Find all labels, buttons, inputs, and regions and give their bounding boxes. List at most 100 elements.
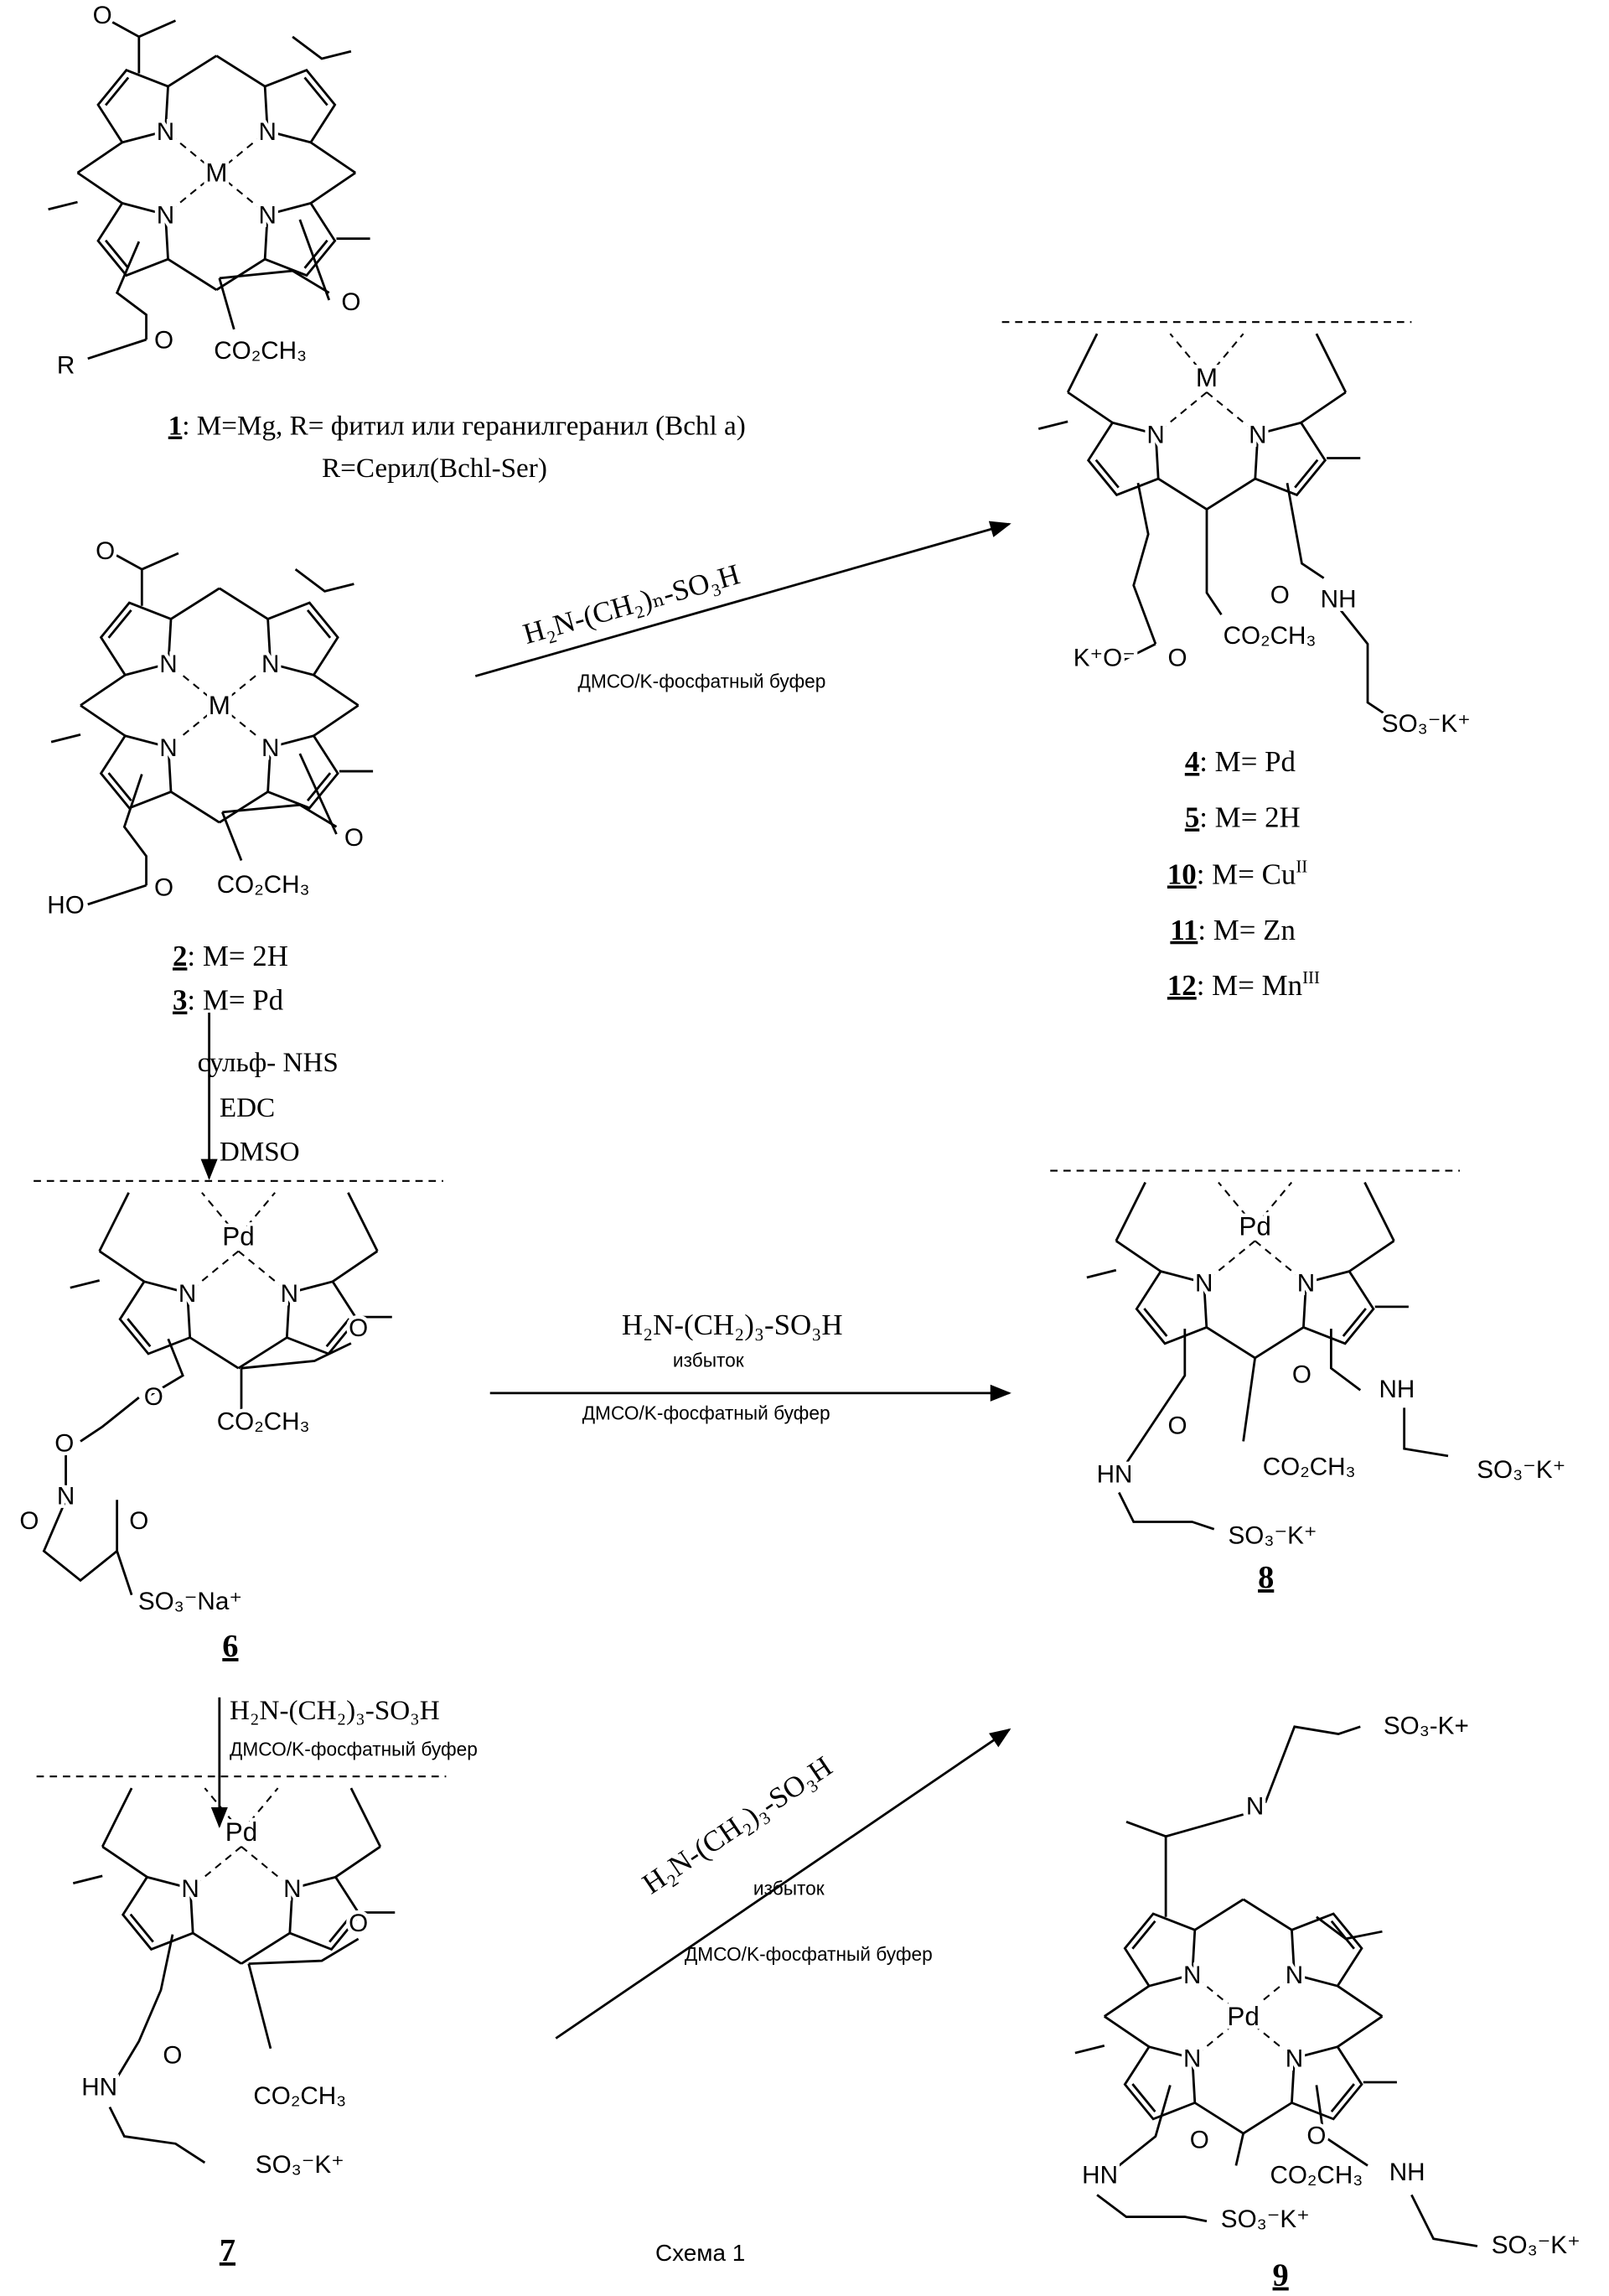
bond [80, 706, 125, 736]
bond [222, 805, 336, 827]
reaction-arrow-2-to-4 [475, 524, 1009, 676]
bond [1337, 2016, 1382, 2046]
atom-label: N [159, 650, 177, 678]
atom-label: O [1190, 2127, 1209, 2154]
atom-label: SO₃⁻K⁺ [1382, 710, 1471, 738]
bond [80, 675, 125, 705]
bond [100, 1252, 144, 1282]
atom-label: N [1297, 1270, 1315, 1298]
atom-label: O [349, 1910, 368, 1937]
bond [1405, 1407, 1448, 1456]
molecule-6: NNPdOONOOSO₃⁻Na⁺OCO₂CH₃ [19, 1181, 443, 1615]
condition-label: избыток [753, 1878, 825, 1900]
atom-label: SO₃⁻K⁺ [1477, 1456, 1565, 1484]
caption-compound-2: 2: M= 2H [173, 940, 288, 972]
bond [1126, 1329, 1185, 1464]
atom-label: R [57, 351, 75, 379]
bond [1068, 334, 1097, 392]
reagent-label: EDC [220, 1092, 275, 1123]
atom-label: N [1249, 421, 1266, 448]
atom-label: N [178, 1280, 196, 1308]
atom-label: SO₃⁻K⁺ [1492, 2231, 1581, 2259]
bond [1244, 1358, 1255, 1441]
condition-label: избыток [673, 1349, 745, 1371]
caption-text: : M= Zn [1198, 914, 1296, 946]
caption-compound-1: 1: M=Mg, R= фитил или геранилгеранил (Bc… [168, 411, 746, 442]
atom-label: HN [1082, 2161, 1118, 2189]
atom-label: N [181, 1875, 199, 1903]
solvent-label: ДМСО/K-фосфатный буфер [577, 671, 825, 692]
compound-number: 12 [1167, 969, 1197, 1002]
atom-label: O [1168, 1412, 1187, 1440]
atom-label: SO₃⁻K⁺ [1221, 2205, 1310, 2233]
caption-text: : M= Pd [187, 984, 283, 1017]
bond [1207, 1327, 1255, 1358]
reagent-label: H₂N-(CH₂)₃-SO₃H [622, 1309, 843, 1341]
bond [117, 241, 147, 339]
atom-label: HN [81, 2074, 117, 2102]
atom-label: M [209, 691, 230, 720]
solvent-label: ДМСО/K-фосфатный буфер [230, 1739, 478, 1760]
oxidation-state: III [1302, 967, 1320, 987]
molecule-1: NNNNMOROOCO₂CH₃ [49, 2, 370, 379]
atom-label: N [283, 1875, 301, 1903]
bond [351, 1788, 380, 1847]
atom-label: Pd [222, 1222, 254, 1252]
atom-label: SO₃⁻K⁺ [256, 2151, 344, 2179]
bond [1119, 1493, 1213, 1530]
atom-label: O [54, 1430, 74, 1458]
bond [1365, 1183, 1394, 1241]
atom-label: CO₂CH₃ [1224, 622, 1317, 650]
bond [220, 271, 329, 293]
bond [88, 339, 147, 359]
atom-label: O [154, 873, 173, 901]
bond [1244, 2102, 1292, 2133]
caption-text: : M= 2H [1199, 801, 1300, 833]
atom-label: O [144, 1383, 163, 1411]
caption-compound-7: 7 [220, 2233, 235, 2268]
bond [1349, 1241, 1394, 1271]
bond [1068, 392, 1112, 422]
atom-label: N [261, 734, 279, 762]
bond [51, 734, 80, 742]
molecule-7: NNPdHNOCO₂CH₃OSO₃⁻K⁺ [37, 1776, 447, 2179]
bond [168, 259, 217, 290]
bond [249, 1964, 271, 2049]
atom-label: M [205, 158, 227, 188]
bond [241, 1933, 290, 1964]
bond [124, 775, 146, 886]
compound-number: 11 [1170, 914, 1198, 946]
bond [117, 1551, 132, 1594]
bond [220, 588, 268, 619]
atom-label: CO₂CH₃ [217, 871, 310, 899]
atom-label: N [1183, 2045, 1201, 2073]
bond [73, 1876, 102, 1884]
bond [348, 1193, 377, 1252]
molecule-8: NNPdHNOCO₂CH₃ONHSO₃⁻K⁺SO₃⁻K⁺ [1050, 1171, 1565, 1550]
bond [335, 1847, 380, 1877]
structures: NNNNMOROOCO₂CH₃NNNNMOHOOOCO₂CH₃NNMK⁺O⁻OC… [19, 2, 1580, 2259]
atom-label: O [1292, 1361, 1312, 1389]
bond [222, 812, 241, 861]
bond [1038, 422, 1068, 429]
bond [1337, 1986, 1382, 2016]
atom-label: N [1146, 421, 1164, 448]
atom-label: N [261, 650, 279, 678]
bond [100, 1193, 129, 1252]
atom-label: SO₃-K+ [1384, 1713, 1469, 1740]
reagent-label: сульф- NHS [198, 1047, 339, 1078]
bond [1116, 1183, 1146, 1241]
caption-text: : M=Mg, R= фитил или геранилгеранил (Bch… [182, 411, 745, 442]
bond [1105, 2016, 1149, 2046]
bond [300, 754, 337, 834]
atom-label: O [1306, 2122, 1326, 2149]
atom-label: O [163, 2041, 182, 2069]
atom-label: N [1195, 1270, 1213, 1298]
atom-label: O [1270, 581, 1290, 609]
compound-number: 2 [173, 940, 187, 972]
atom-label: Pd [225, 1817, 257, 1847]
bond [333, 1252, 377, 1282]
bond [1255, 1327, 1304, 1358]
atom-label: O [96, 537, 115, 565]
